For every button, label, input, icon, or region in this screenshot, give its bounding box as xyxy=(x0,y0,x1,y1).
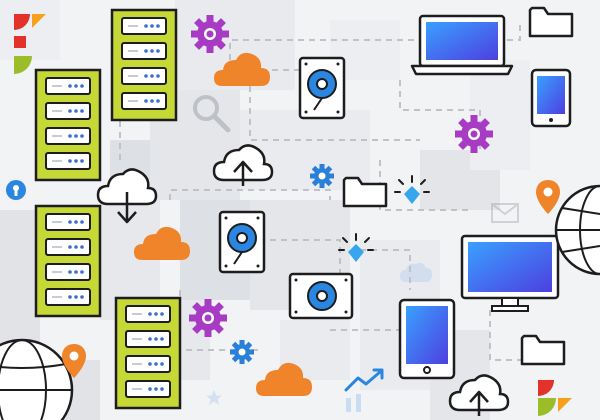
keyhole-lock-icon xyxy=(6,180,26,200)
trend-arrow-icon xyxy=(344,368,384,412)
smartphone-icon xyxy=(530,68,572,128)
desktop-monitor-icon xyxy=(460,234,560,312)
server-rack-icon xyxy=(116,298,180,408)
server-rack-icon xyxy=(112,10,176,120)
cloud-icon xyxy=(400,262,432,282)
star-icon xyxy=(206,390,222,405)
magnifier-icon xyxy=(193,95,231,133)
tablet-icon xyxy=(398,298,456,380)
hard-drive-icon xyxy=(298,56,346,120)
cloud-upload-icon xyxy=(212,144,274,186)
envelope-icon xyxy=(491,203,519,223)
gear-icon xyxy=(230,340,254,364)
server-rack-icon xyxy=(36,206,100,316)
cloud-upload-icon xyxy=(448,374,510,416)
connector-lines xyxy=(119,20,540,361)
server-rack-icon xyxy=(36,70,100,180)
gear-icon xyxy=(189,299,227,337)
gear-icon xyxy=(310,164,334,188)
hard-drive-icon xyxy=(288,272,354,320)
globe-icon xyxy=(554,184,600,276)
laptop-icon xyxy=(410,14,514,76)
cloud-download-icon xyxy=(96,168,158,224)
gear-icon xyxy=(191,15,229,53)
hard-drive-icon xyxy=(218,210,266,274)
brand-logo-mark xyxy=(538,380,572,416)
globe-icon xyxy=(0,338,74,420)
gear-icon xyxy=(455,115,493,153)
